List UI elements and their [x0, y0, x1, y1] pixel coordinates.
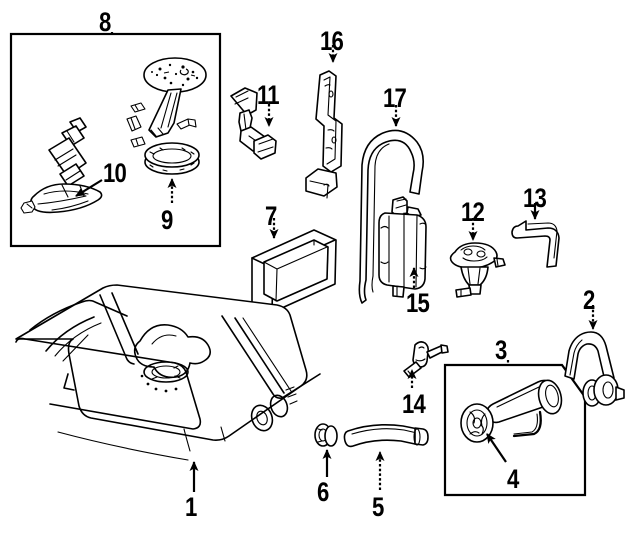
callout-13: 13 — [523, 183, 547, 213]
callout-10: 10 — [103, 158, 127, 188]
callout-6: 6 — [317, 477, 329, 507]
callout-12: 12 — [461, 197, 485, 227]
callout-15: 15 — [406, 288, 430, 318]
part-protector-tray — [251, 229, 337, 313]
callout-11: 11 — [257, 80, 280, 110]
part-vapor-hose-long — [358, 129, 424, 304]
part-vapor-hose-u — [511, 220, 560, 268]
part-fuel-tank — [15, 284, 321, 461]
part-filler-neck-group — [460, 379, 563, 443]
part-fuel-pipe-connector — [403, 341, 449, 378]
group-box-8 — [9, 32, 222, 248]
callout-16: 16 — [320, 26, 344, 56]
callout-3: 3 — [495, 335, 507, 365]
callout-5: 5 — [372, 492, 384, 522]
callout-8: 8 — [99, 7, 111, 37]
callout-7: 7 — [265, 201, 277, 231]
leader-lines — [75, 32, 598, 492]
callout-9: 9 — [161, 205, 173, 235]
part-filler-hose — [343, 424, 429, 448]
callout-2: 2 — [583, 285, 595, 315]
part-two-way-valve — [449, 242, 506, 298]
callout-14: 14 — [402, 389, 426, 419]
part-fuel-pump-assembly — [20, 57, 207, 214]
part-filler-hose-bent — [564, 331, 625, 407]
callout-17: 17 — [383, 83, 407, 113]
part-grommet — [314, 423, 338, 447]
part-fuel-pump-bracket — [230, 87, 277, 160]
part-fuel-cap — [460, 403, 494, 443]
callout-1: 1 — [185, 492, 197, 522]
part-lock-ring — [144, 142, 200, 175]
group-box-3 — [443, 363, 587, 497]
part-mounting-bracket — [305, 70, 343, 199]
part-charcoal-canister — [378, 196, 427, 298]
part-fuel-pump-strainer — [20, 117, 103, 214]
callout-4: 4 — [507, 464, 519, 494]
